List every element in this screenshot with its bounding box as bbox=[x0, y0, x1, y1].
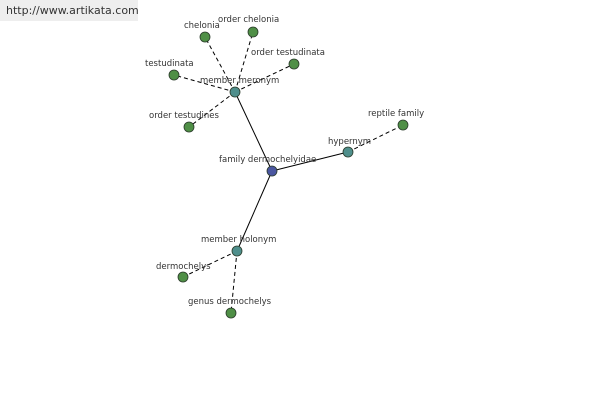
node-order-chelonia[interactable] bbox=[247, 26, 259, 38]
node-order-testudinata[interactable] bbox=[288, 58, 300, 70]
node-label-order-testudinata: order testudinata bbox=[251, 48, 325, 58]
labels-layer: family dermochelyidae member meronym hyper… bbox=[145, 15, 424, 307]
node-reptile-family[interactable] bbox=[397, 119, 409, 131]
node-holonym[interactable] bbox=[231, 245, 243, 257]
node-order-testudines[interactable] bbox=[183, 121, 195, 133]
node-chelonia[interactable] bbox=[199, 31, 211, 43]
url-banner[interactable]: http://www.artikata.com bbox=[0, 0, 139, 21]
edge-meronym-order-testudines bbox=[188, 91, 236, 128]
node-label-order-chelonia: order chelonia bbox=[218, 15, 279, 25]
node-label-testudinata: testudinata bbox=[145, 59, 194, 69]
node-label-genus-dermochelys: genus dermochelys bbox=[188, 297, 272, 307]
node-hypernym[interactable] bbox=[342, 146, 354, 158]
node-dermochelys[interactable] bbox=[177, 271, 189, 283]
edges-layer bbox=[173, 31, 404, 314]
node-testudinata[interactable] bbox=[168, 69, 180, 81]
nodes-layer bbox=[168, 26, 409, 319]
edge-holonym-dermochelys bbox=[182, 250, 238, 278]
node-center[interactable] bbox=[266, 165, 278, 177]
edge-center-holonym bbox=[236, 170, 273, 252]
node-label-meronym: member meronym bbox=[200, 76, 279, 86]
node-genus-dermochelys[interactable] bbox=[225, 307, 237, 319]
edge-meronym-chelonia bbox=[204, 36, 236, 93]
node-label-order-testudines: order testudines bbox=[149, 111, 219, 121]
edge-holonym-genus-dermochelys bbox=[230, 250, 238, 314]
node-label-hypernym: hypernym bbox=[328, 137, 371, 147]
edge-meronym-testudinata bbox=[173, 74, 236, 93]
node-meronym[interactable] bbox=[229, 86, 241, 98]
edge-hypernym-reptile-family bbox=[347, 124, 404, 153]
edge-meronym-order-chelonia bbox=[234, 31, 254, 93]
edge-center-meronym bbox=[234, 91, 273, 172]
url-text[interactable]: http://www.artikata.com bbox=[6, 4, 139, 17]
node-label-center: family dermochelyidae bbox=[219, 155, 316, 165]
edge-meronym-order-testudinata bbox=[234, 63, 295, 93]
edge-center-hypernym bbox=[271, 151, 349, 172]
node-label-reptile-family: reptile family bbox=[368, 109, 424, 119]
node-label-chelonia: chelonia bbox=[184, 21, 220, 31]
node-label-dermochelys: dermochelys bbox=[156, 262, 211, 272]
node-label-holonym: member holonym bbox=[201, 235, 276, 245]
